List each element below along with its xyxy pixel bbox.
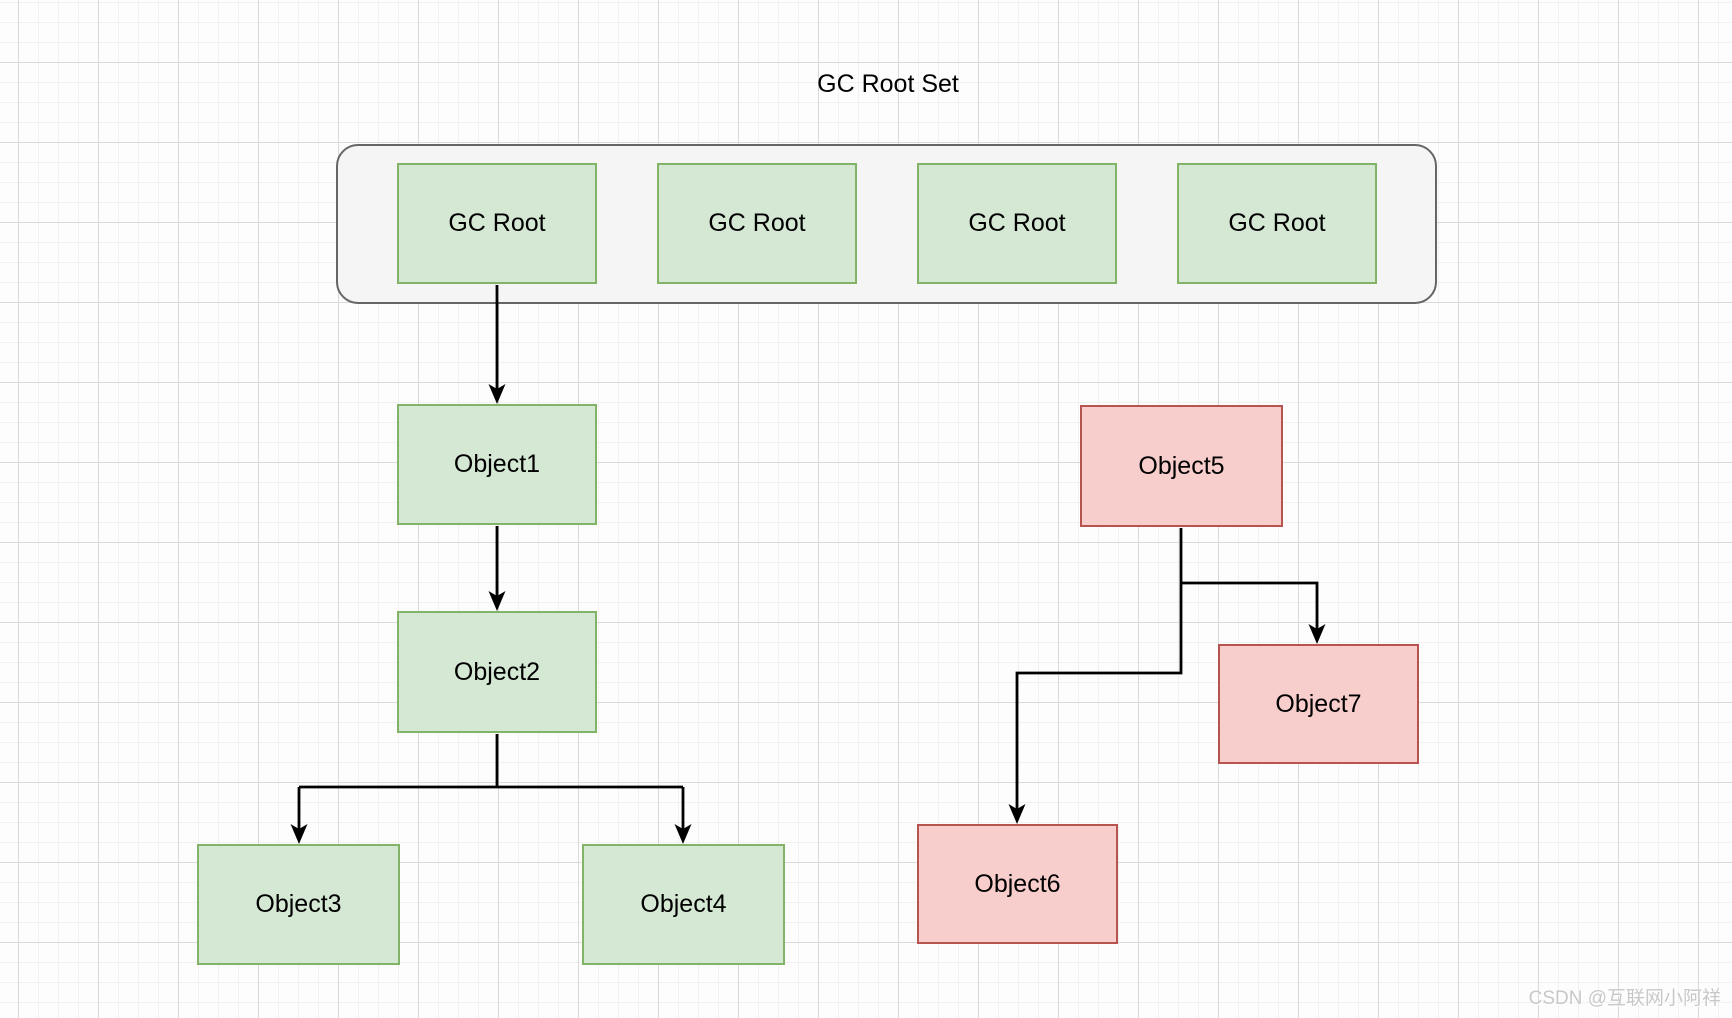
connector-object5-to-object7 — [1181, 581, 1326, 644]
connector-object1-to-object2 — [488, 526, 506, 611]
object3-node: Object3 — [197, 844, 400, 965]
gc-root-box-2: GC Root — [657, 163, 857, 284]
connector-line — [1181, 581, 1319, 631]
arrowhead-down-icon — [1008, 804, 1026, 824]
arrowhead-down-icon — [488, 591, 506, 611]
arrowhead-down-icon — [290, 824, 308, 844]
connector-object2-to-object3-object4 — [290, 734, 692, 844]
connector-line — [1015, 528, 1183, 811]
connector-gcroot1-to-object1 — [488, 285, 506, 404]
connector-object5-to-object6 — [1008, 528, 1183, 824]
arrowhead-down-icon — [1308, 624, 1326, 644]
object1-node: Object1 — [397, 404, 597, 525]
connector-line — [297, 734, 685, 831]
diagram-title: GC Root Set — [817, 70, 959, 98]
gc-root-box-3: GC Root — [917, 163, 1117, 284]
gc-root-box-4: GC Root — [1177, 163, 1377, 284]
object5-node: Object5 — [1080, 405, 1283, 527]
gc-root-box-1: GC Root — [397, 163, 597, 284]
object6-node: Object6 — [917, 824, 1118, 944]
object4-node: Object4 — [582, 844, 785, 965]
arrowhead-down-icon — [674, 824, 692, 844]
arrowhead-down-icon — [488, 384, 506, 404]
object2-node: Object2 — [397, 611, 597, 733]
csdn-watermark: CSDN @互联网小阿祥 — [1528, 988, 1721, 1009]
object7-node: Object7 — [1218, 644, 1419, 764]
